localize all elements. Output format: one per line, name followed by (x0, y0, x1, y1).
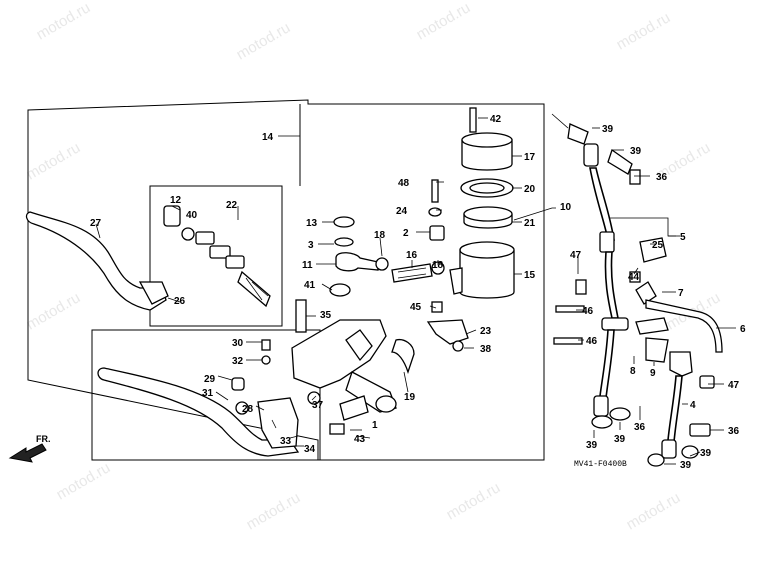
callout-19: 19 (404, 392, 416, 403)
callout-25: 25 (652, 240, 664, 251)
callout-18b: 18 (432, 260, 444, 271)
callout-4: 4 (690, 400, 696, 411)
callout-labels: 42 17 20 21 15 10 48 24 2 14 22 12 40 27… (90, 114, 746, 471)
callout-21: 21 (524, 218, 536, 229)
brake-hose (551, 113, 723, 467)
callout-39e: 39 (700, 448, 712, 459)
direction-label: FR. (36, 434, 51, 444)
callout-2: 2 (403, 228, 409, 239)
callout-38: 38 (480, 344, 492, 355)
callout-35: 35 (320, 310, 332, 321)
callout-34: 34 (304, 444, 316, 455)
callout-18a: 18 (374, 230, 386, 241)
lever-lower (97, 339, 300, 457)
hose-fittings (329, 216, 469, 352)
callout-47b: 47 (728, 380, 740, 391)
callout-22: 22 (226, 200, 238, 211)
callout-28: 28 (242, 404, 254, 415)
callout-48: 48 (398, 178, 410, 189)
callout-45: 45 (410, 302, 422, 313)
callout-39b: 39 (630, 146, 642, 157)
callout-8: 8 (630, 366, 636, 377)
callout-30: 30 (232, 338, 244, 349)
callout-3: 3 (308, 240, 314, 251)
callout-10: 10 (560, 202, 572, 213)
watermark: motod.ru (234, 19, 294, 63)
callout-33: 33 (280, 436, 292, 447)
callout-5: 5 (680, 232, 686, 243)
callout-36b: 36 (634, 422, 646, 433)
callout-32: 32 (232, 356, 244, 367)
watermark: motod.ru (614, 9, 674, 53)
diagram-code: MV41-F0400B (574, 460, 627, 469)
callout-36a: 36 (656, 172, 668, 183)
callout-29: 29 (204, 374, 216, 385)
callout-20: 20 (524, 184, 536, 195)
callout-42: 42 (490, 114, 502, 125)
callout-31: 31 (202, 388, 214, 399)
callout-37: 37 (312, 400, 324, 411)
callout-46b: 46 (586, 336, 598, 347)
callout-13: 13 (306, 218, 318, 229)
leader-lines (95, 117, 736, 465)
callout-9: 9 (650, 368, 656, 379)
callout-17: 17 (524, 152, 536, 163)
watermark: motod.ru (444, 479, 504, 523)
callout-12: 12 (170, 195, 182, 206)
callout-47a: 47 (570, 250, 582, 261)
piston-kit-frame (149, 185, 283, 327)
callout-43: 43 (354, 434, 366, 445)
callout-36c: 36 (728, 426, 740, 437)
callout-39c: 39 (586, 440, 598, 451)
callout-6: 6 (740, 324, 746, 335)
watermark: motod.ru (624, 489, 684, 533)
lever-box-frame (91, 329, 321, 461)
lever-upper (25, 211, 169, 311)
callout-1: 1 (372, 420, 378, 431)
callout-15: 15 (524, 270, 536, 281)
callout-46a: 46 (582, 306, 594, 317)
callout-11: 11 (302, 260, 313, 271)
watermark: motod.ru (244, 489, 304, 533)
watermark: motod.ru (54, 459, 114, 503)
callout-23: 23 (480, 326, 492, 337)
reservoir (428, 107, 515, 299)
watermark: motod.ru (414, 0, 474, 43)
assembly-frame (27, 99, 545, 461)
master-cylinder-body (291, 299, 415, 435)
callout-41: 41 (304, 280, 316, 291)
callout-39f: 39 (680, 460, 692, 471)
watermark: motod.ru (24, 289, 84, 333)
callout-24: 24 (396, 206, 408, 217)
callout-26: 26 (174, 296, 186, 307)
callout-27: 27 (90, 218, 102, 229)
callout-39d: 39 (614, 434, 626, 445)
callout-44: 44 (628, 272, 640, 283)
callout-14: 14 (262, 132, 274, 143)
callout-7: 7 (678, 288, 684, 299)
callout-16: 16 (406, 250, 418, 261)
watermark: motod.ru (24, 139, 84, 183)
piston-kit (163, 205, 271, 308)
watermark: motod.ru (34, 0, 94, 43)
front-direction-arrow: FR. (8, 434, 51, 463)
callout-40: 40 (186, 210, 198, 221)
callout-39a: 39 (602, 124, 614, 135)
